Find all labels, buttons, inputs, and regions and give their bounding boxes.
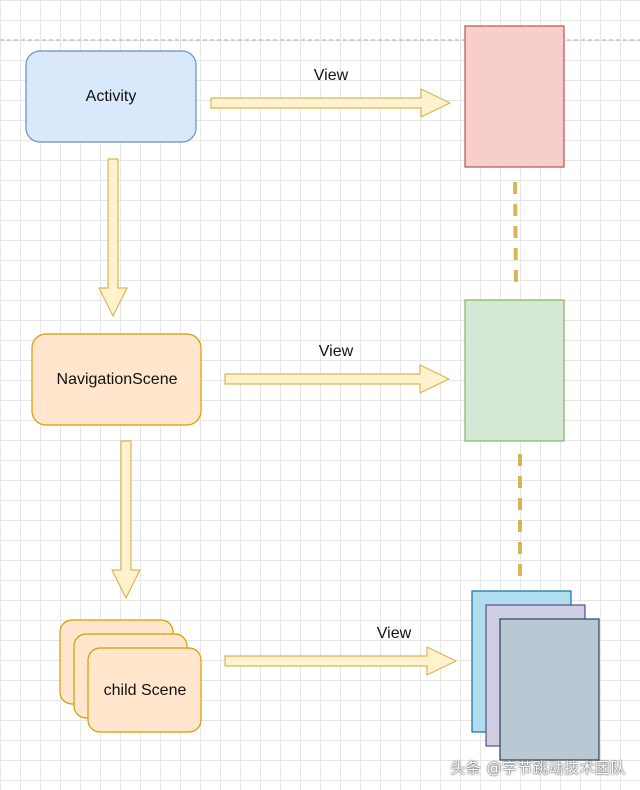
dashed-connector-top xyxy=(513,181,518,289)
watermark-text: 头条 @字节跳动技术团队 xyxy=(450,759,626,777)
child-scene-stack[interactable]: child Scene xyxy=(59,619,202,733)
activity-node[interactable]: Activity xyxy=(25,50,197,143)
child-view-box-front xyxy=(499,618,600,761)
arrow-child-view xyxy=(224,646,457,676)
navigation-scene-label: NavigationScene xyxy=(57,371,178,388)
child-scene-label: child Scene xyxy=(104,682,187,699)
child-view-label: View xyxy=(377,625,412,642)
arrow-activity-view xyxy=(210,88,451,118)
navigation-view-box xyxy=(464,299,565,442)
activity-box xyxy=(25,50,197,143)
activity-view-label: View xyxy=(314,67,349,84)
navigation-scene-box xyxy=(31,333,202,426)
arrow-navigation-view xyxy=(224,364,450,394)
activity-label: Activity xyxy=(86,88,137,105)
arrow-activity-to-navigation xyxy=(98,158,128,317)
activity-view-box xyxy=(464,25,565,168)
arrow-navigation-to-child xyxy=(111,440,141,599)
child-scene-box-front xyxy=(87,647,202,733)
navigation-scene-node[interactable]: NavigationScene xyxy=(31,333,202,426)
navigation-view-label: View xyxy=(319,343,354,360)
